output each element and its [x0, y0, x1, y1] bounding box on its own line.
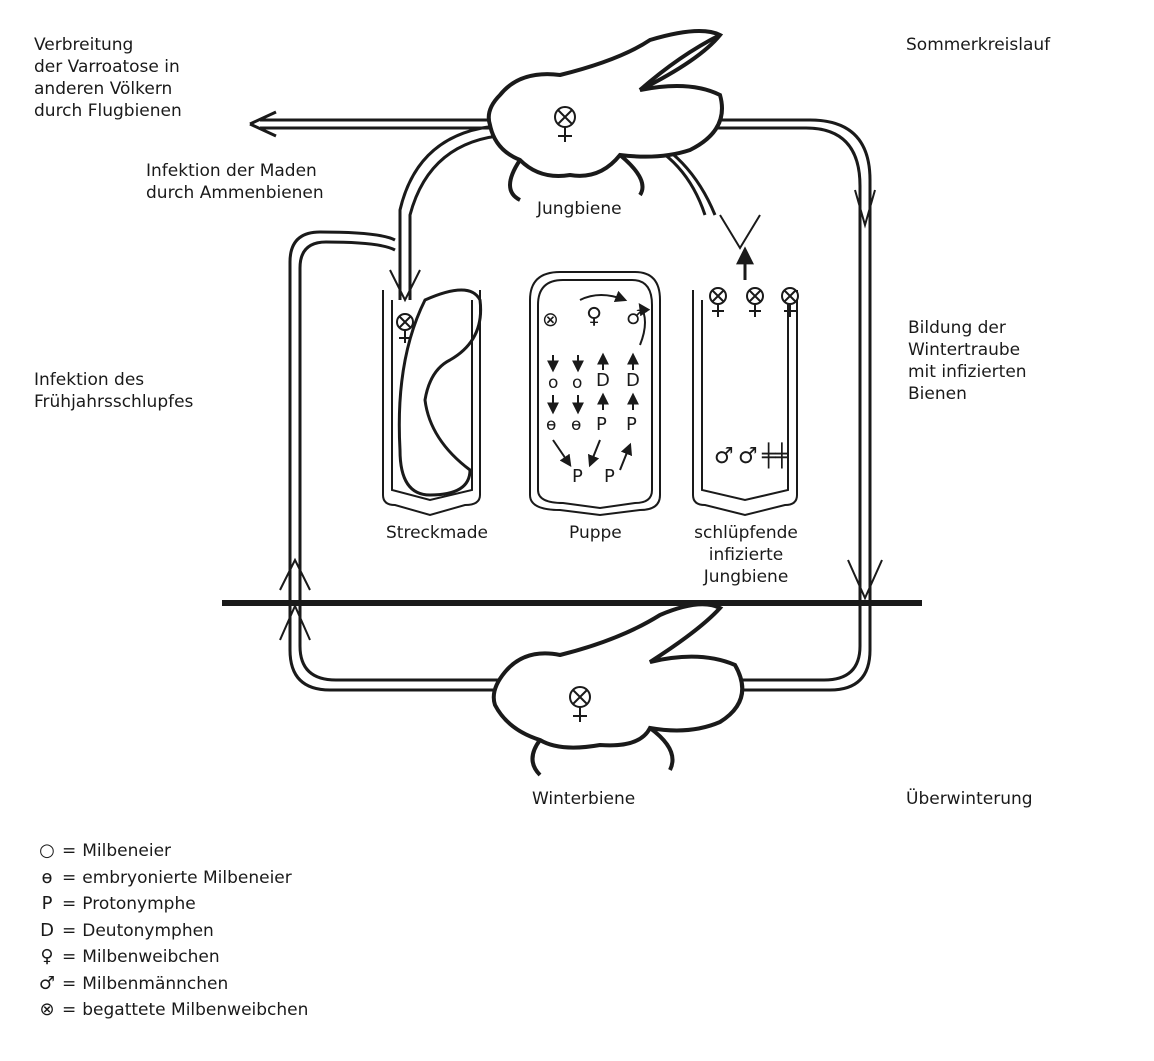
puppe-female-mated-symbol: ⊗ [542, 308, 559, 330]
hatching-mated-females [710, 288, 798, 317]
legend-egg-symbol: ○ [34, 838, 60, 864]
puppe-protonymph-4: P [604, 466, 615, 488]
legend-label: Milbenmännchen [82, 971, 228, 997]
overwintering-label: Überwinterung [906, 788, 1033, 810]
legend-label: Protonymphe [82, 891, 195, 917]
puppe-male-symbol: ♂ [626, 306, 644, 328]
puppe-deutonymph-2: D [626, 370, 640, 392]
puppe-female-symbol: ♀ [586, 306, 602, 328]
legend-item: ⊗=begattete Milbenweibchen [34, 997, 308, 1024]
puppe-protonymph-3: P [572, 466, 583, 488]
legend-label: begattete Milbenweibchen [82, 997, 308, 1023]
legend-embryonated-egg-symbol: ɵ [34, 865, 60, 891]
legend-deutonymph-symbol: D [34, 918, 60, 944]
legend-mated-female-symbol: ⊗ [34, 997, 60, 1023]
legend-label: Deutonymphen [82, 918, 214, 944]
winter-bee-label: Winterbiene [532, 788, 635, 810]
legend-item: ♀=Milbenweibchen [34, 944, 308, 971]
young-bee-label: Jungbiene [537, 198, 622, 220]
puppe-deutonymph-1: D [596, 370, 610, 392]
legend-label: Milbenweibchen [82, 944, 219, 970]
legend-item: ɵ=embryonierte Milbeneier [34, 865, 308, 892]
winter-bee-image [494, 604, 743, 775]
hatching-dead-mites: ╪╪ [762, 446, 789, 468]
legend-protonymph-symbol: P [34, 891, 60, 917]
hatching-male-2: ♂ [738, 446, 758, 468]
legend-item: P=Protonymphe [34, 891, 308, 918]
legend-label: Milbeneier [82, 838, 171, 864]
young-bee-image [489, 31, 722, 200]
legend-male-symbol: ♂ [34, 971, 60, 997]
stretched-larva-label: Streckmade [386, 522, 488, 544]
puppe-embryonated-egg-1: ɵ [546, 414, 556, 436]
summer-cycle-label: Sommerkreislauf [906, 34, 1050, 56]
legend: ○=Milbeneier ɵ=embryonierte Milbeneier P… [34, 838, 308, 1024]
legend-item: D=Deutonymphen [34, 918, 308, 945]
pupa-label: Puppe [569, 522, 622, 544]
puppe-protonymph-2: P [626, 414, 637, 436]
puppe-egg-2: o [572, 372, 582, 394]
puppe-protonymph-1: P [596, 414, 607, 436]
legend-label: embryonierte Milbeneier [82, 865, 292, 891]
legend-item: ♂=Milbenmännchen [34, 971, 308, 998]
legend-female-symbol: ♀ [34, 944, 60, 970]
cell-schluepfend [693, 290, 797, 515]
puppe-egg-1: o [548, 372, 558, 394]
legend-item: ○=Milbeneier [34, 838, 308, 865]
puppe-embryonated-egg-2: ɵ [571, 414, 581, 436]
hatching-male-1: ♂ [714, 446, 734, 468]
